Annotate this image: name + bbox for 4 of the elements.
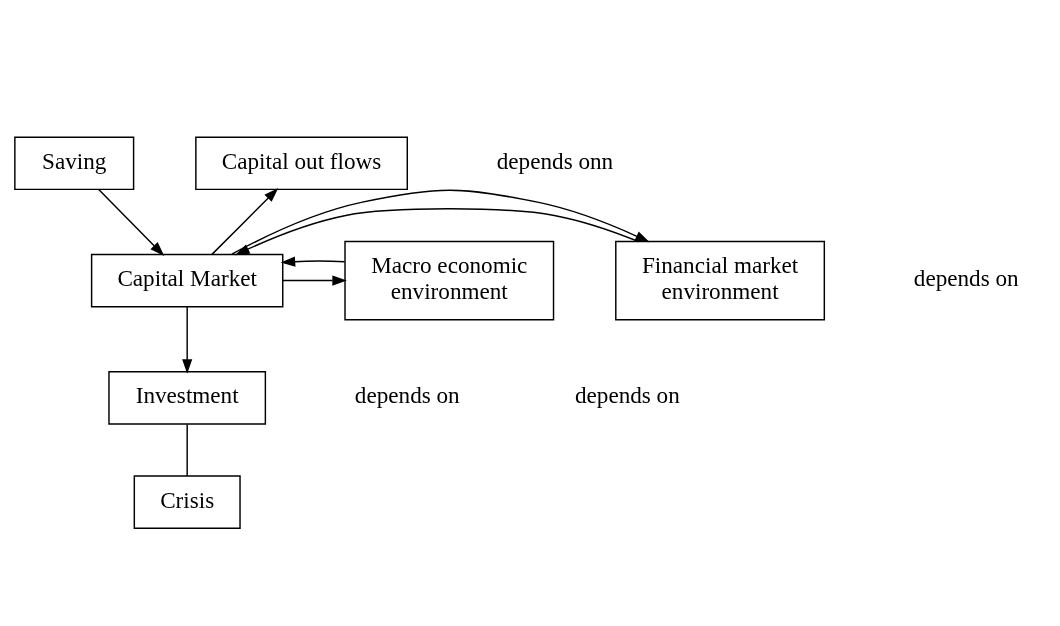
label: depends on <box>574 382 680 409</box>
label: depends on <box>354 382 460 409</box>
label: depends onn <box>496 147 614 174</box>
label: depends on <box>913 265 1019 292</box>
